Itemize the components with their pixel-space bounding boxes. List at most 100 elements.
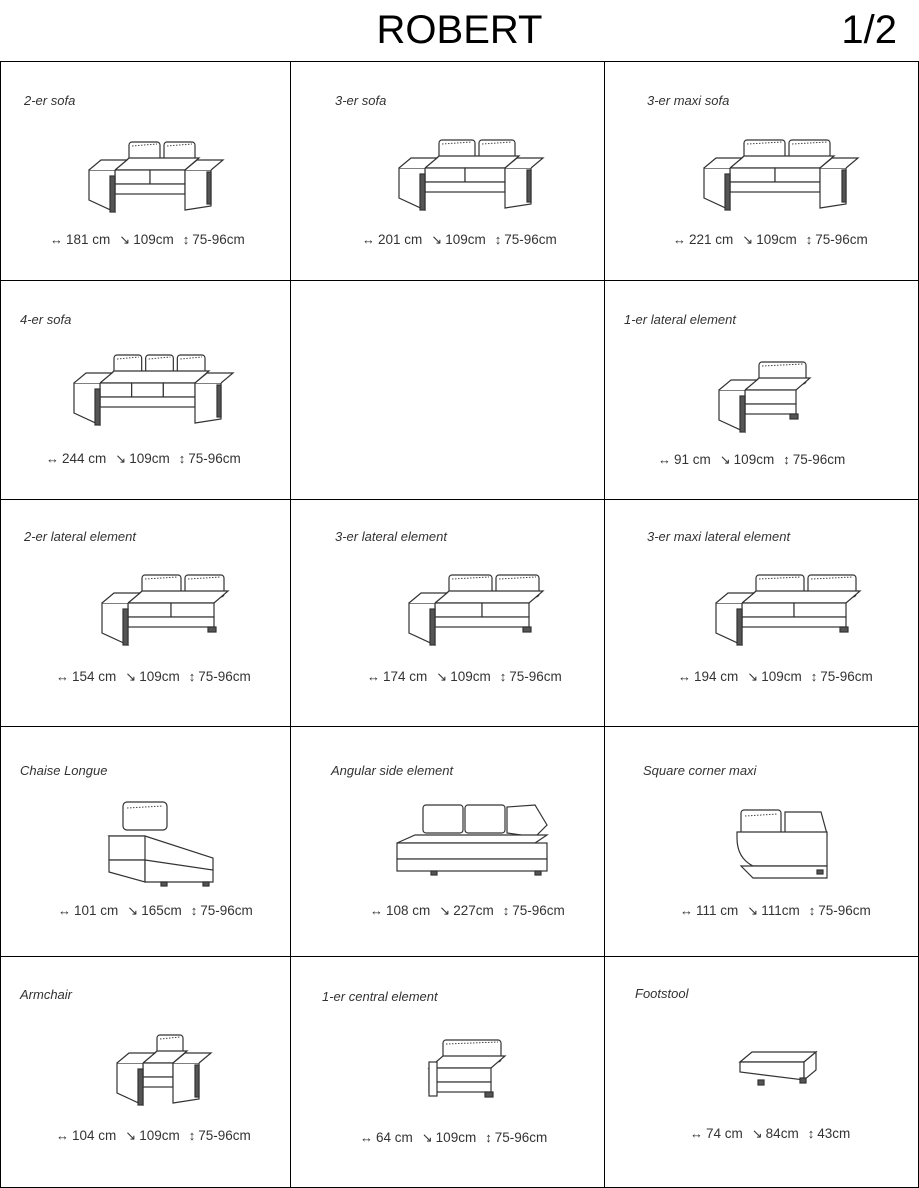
width-value: 74 cm — [706, 1126, 743, 1141]
height-value: 75-96cm — [198, 1128, 251, 1143]
item-name: Footstool — [635, 986, 689, 1001]
height-value: 75-96cm — [509, 669, 562, 684]
depth-value: 109cm — [445, 232, 486, 247]
depth-value: 109cm — [761, 669, 802, 684]
item-name: 3-er lateral element — [335, 529, 447, 544]
width-arrow-icon: ↔ — [678, 669, 691, 684]
depth-value: 227cm — [453, 903, 494, 918]
height-value: 75-96cm — [494, 1130, 548, 1145]
dimensions: ↔194 cm ↘109cm ↕75-96cm — [678, 669, 873, 685]
depth-value: 165cm — [141, 903, 182, 918]
dimensions: ↔174 cm↘109cm↕75-96cm — [367, 669, 562, 685]
width-arrow-icon: ↔ — [56, 669, 69, 684]
furniture-illustration — [733, 808, 833, 893]
width-value: 101 cm — [74, 903, 119, 918]
height-arrow-icon: ↕ — [805, 232, 813, 247]
furniture-illustration — [70, 353, 235, 438]
depth-arrow-icon: ↘ — [115, 451, 127, 466]
depth-arrow-icon: ↘ — [127, 903, 139, 918]
depth-arrow-icon: ↘ — [751, 1126, 763, 1141]
depth-arrow-icon: ↘ — [125, 669, 137, 684]
height-value: 75-96cm — [512, 903, 565, 918]
height-value: 75-96cm — [792, 452, 846, 467]
width-arrow-icon: ↔ — [362, 232, 375, 247]
item-name: Chaise Longue — [20, 763, 108, 778]
dimensions: ↔221 cm↘109cm↕75-96cm — [673, 232, 868, 248]
height-value: 75-96cm — [820, 669, 873, 684]
furniture-illustration — [98, 573, 230, 658]
height-value: 75-96cm — [188, 451, 241, 466]
height-arrow-icon: ↕ — [188, 1128, 196, 1143]
dimensions: ↔104 cm↘109cm↕75-96cm — [56, 1128, 251, 1144]
height-value: 75-96cm — [192, 232, 245, 247]
item-name: Angular side element — [331, 763, 454, 778]
item-name: 4-er sofa — [20, 312, 72, 327]
depth-arrow-icon: ↘ — [421, 1130, 433, 1145]
furniture-illustration — [105, 800, 220, 895]
height-value: 75-96cm — [815, 232, 868, 247]
width-arrow-icon: ↔ — [50, 232, 63, 247]
depth-value: 111cm — [761, 903, 800, 918]
depth-value: 109cm — [129, 451, 170, 466]
depth-value: 109cm — [139, 669, 180, 684]
grid-line — [0, 726, 919, 727]
furniture-illustration — [405, 573, 545, 658]
width-arrow-icon: ↔ — [58, 903, 71, 918]
furniture-illustration — [85, 140, 225, 225]
grid-line — [0, 62, 1, 1187]
width-value: 194 cm — [694, 669, 739, 684]
item-name: Armchair — [20, 987, 73, 1002]
item-name: 1-er central element — [322, 989, 438, 1004]
width-arrow-icon: ↔ — [673, 232, 686, 247]
depth-value: 84cm — [765, 1126, 799, 1141]
width-value: 64 cm — [376, 1130, 413, 1145]
item-name: 3-er maxi lateral element — [647, 529, 791, 544]
dimensions: ↔154 cm↘109cm↕75-96cm — [56, 669, 251, 685]
height-arrow-icon: ↕ — [178, 451, 186, 466]
depth-arrow-icon: ↘ — [747, 903, 759, 918]
height-arrow-icon: ↕ — [494, 232, 502, 247]
width-arrow-icon: ↔ — [360, 1130, 373, 1145]
dimensions: ↔64 cm↘109cm↕75-96cm — [360, 1130, 547, 1146]
item-name: 3-er maxi sofa — [647, 93, 730, 108]
depth-arrow-icon: ↘ — [125, 1128, 137, 1143]
depth-arrow-icon: ↘ — [431, 232, 443, 247]
height-arrow-icon: ↕ — [807, 1126, 815, 1141]
width-arrow-icon: ↔ — [680, 903, 693, 918]
dimensions: ↔181 cm↘109cm↕75-96cm — [50, 232, 245, 248]
height-arrow-icon: ↕ — [502, 903, 510, 918]
grid-line — [604, 62, 605, 1187]
depth-value: 109cm — [139, 1128, 180, 1143]
dimensions: ↔111 cm↘111cm↕75-96cm — [680, 903, 871, 919]
width-value: 181 cm — [66, 232, 111, 247]
height-value: 75-96cm — [504, 232, 557, 247]
furniture-illustration — [738, 1048, 818, 1098]
width-arrow-icon: ↔ — [367, 669, 380, 684]
height-arrow-icon: ↕ — [188, 669, 196, 684]
grid-line — [0, 956, 919, 957]
furniture-illustration — [395, 803, 555, 888]
width-arrow-icon: ↔ — [46, 451, 59, 466]
width-value: 174 cm — [383, 669, 428, 684]
item-name: 2-er lateral element — [24, 529, 136, 544]
depth-value: 109cm — [450, 669, 491, 684]
depth-value: 109cm — [733, 452, 775, 467]
depth-value: 109cm — [756, 232, 797, 247]
furniture-illustration — [700, 138, 860, 223]
grid-line — [290, 62, 291, 1187]
width-arrow-icon: ↔ — [370, 903, 383, 918]
furniture-illustration — [113, 1033, 213, 1118]
height-arrow-icon: ↕ — [810, 669, 818, 684]
item-name: 3-er sofa — [335, 93, 387, 108]
height-arrow-icon: ↕ — [190, 903, 198, 918]
depth-value: 109cm — [435, 1130, 477, 1145]
height-arrow-icon: ↕ — [499, 669, 507, 684]
width-value: 104 cm — [72, 1128, 117, 1143]
dimensions: ↔91 cm↘109cm↕75-96cm — [658, 452, 845, 468]
depth-arrow-icon: ↘ — [119, 232, 131, 247]
dimensions: ↔101 cm↘165cm↕75-96cm — [58, 903, 253, 919]
item-name: 1-er lateral element — [624, 312, 736, 327]
depth-arrow-icon: ↘ — [747, 669, 759, 684]
height-arrow-icon: ↕ — [182, 232, 190, 247]
width-value: 111 cm — [696, 903, 739, 918]
